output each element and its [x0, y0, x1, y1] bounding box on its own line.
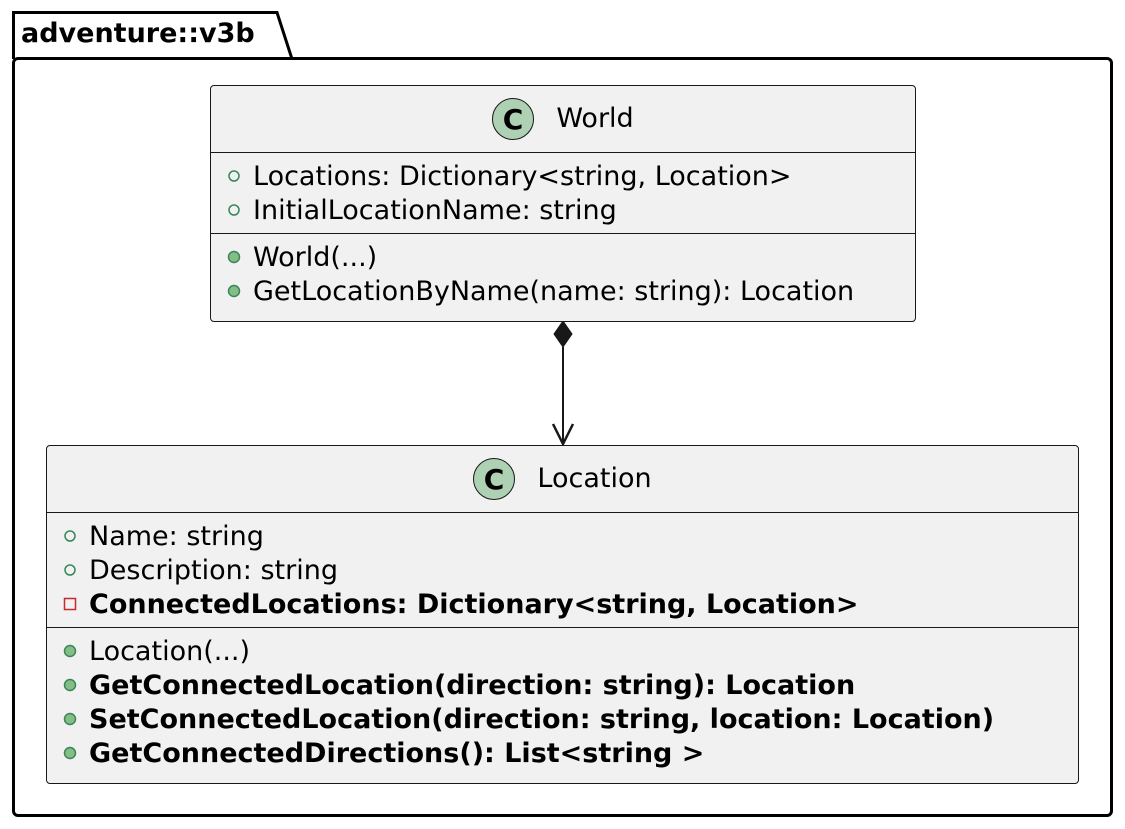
- public-field-icon: [227, 159, 253, 193]
- method-get-location-by-name: GetLocationByName(name: string): Locatio…: [227, 274, 915, 308]
- svg-text:C: C: [484, 464, 505, 494]
- edge-arrowhead: [551, 423, 575, 447]
- method-set-connected-location: SetConnectedLocation(direction: string, …: [63, 702, 1078, 736]
- class-location-methods: Location(...) GetConnectedLocation(direc…: [47, 628, 1078, 776]
- private-field-icon: [63, 587, 89, 621]
- package-title: adventure::v3b: [21, 18, 255, 49]
- method-get-connected-directions: GetConnectedDirections(): List<string >: [63, 736, 1078, 770]
- public-method-icon: [63, 736, 89, 770]
- class-location[interactable]: C Location Name: string Description: str…: [46, 445, 1079, 784]
- public-field-icon: [227, 193, 253, 227]
- class-location-fields: Name: string Description: string Connect…: [47, 513, 1078, 627]
- class-world-header: C World: [211, 86, 915, 152]
- package-frame: [12, 57, 1113, 817]
- method-world-constructor: World(...): [227, 240, 915, 274]
- public-method-icon: [63, 668, 89, 702]
- field-locations: Locations: Dictionary<string, Location>: [227, 159, 915, 193]
- method-location-constructor: Location(...): [63, 634, 1078, 668]
- field-name: Name: string: [63, 519, 1078, 553]
- class-world-separator: [211, 152, 915, 153]
- class-world-separator: [211, 233, 915, 234]
- class-world[interactable]: C World Locations: Dictionary<string, Lo…: [210, 85, 916, 322]
- svg-text:C: C: [503, 104, 524, 134]
- class-world-methods: World(...) GetLocationByName(name: strin…: [211, 234, 915, 314]
- class-world-name: World: [556, 103, 634, 134]
- field-description: Description: string: [63, 553, 1078, 587]
- public-method-icon: [227, 274, 253, 308]
- class-location-header: C Location: [47, 446, 1078, 512]
- public-method-icon: [227, 240, 253, 274]
- public-field-icon: [63, 553, 89, 587]
- class-location-separator: [47, 512, 1078, 513]
- public-field-icon: [63, 519, 89, 553]
- package-tab: [12, 11, 294, 60]
- class-badge-icon: C: [473, 458, 516, 500]
- composition-diamond: [553, 320, 573, 348]
- field-connected-locations: ConnectedLocations: Dictionary<string, L…: [63, 587, 1078, 621]
- method-get-connected-location: GetConnectedLocation(direction: string):…: [63, 668, 1078, 702]
- public-method-icon: [63, 634, 89, 668]
- class-badge-icon: C: [492, 98, 535, 140]
- public-method-icon: [63, 702, 89, 736]
- field-initial-location-name: InitialLocationName: string: [227, 193, 915, 227]
- class-location-name: Location: [537, 463, 652, 494]
- class-world-fields: Locations: Dictionary<string, Location> …: [211, 153, 915, 233]
- class-location-separator: [47, 627, 1078, 628]
